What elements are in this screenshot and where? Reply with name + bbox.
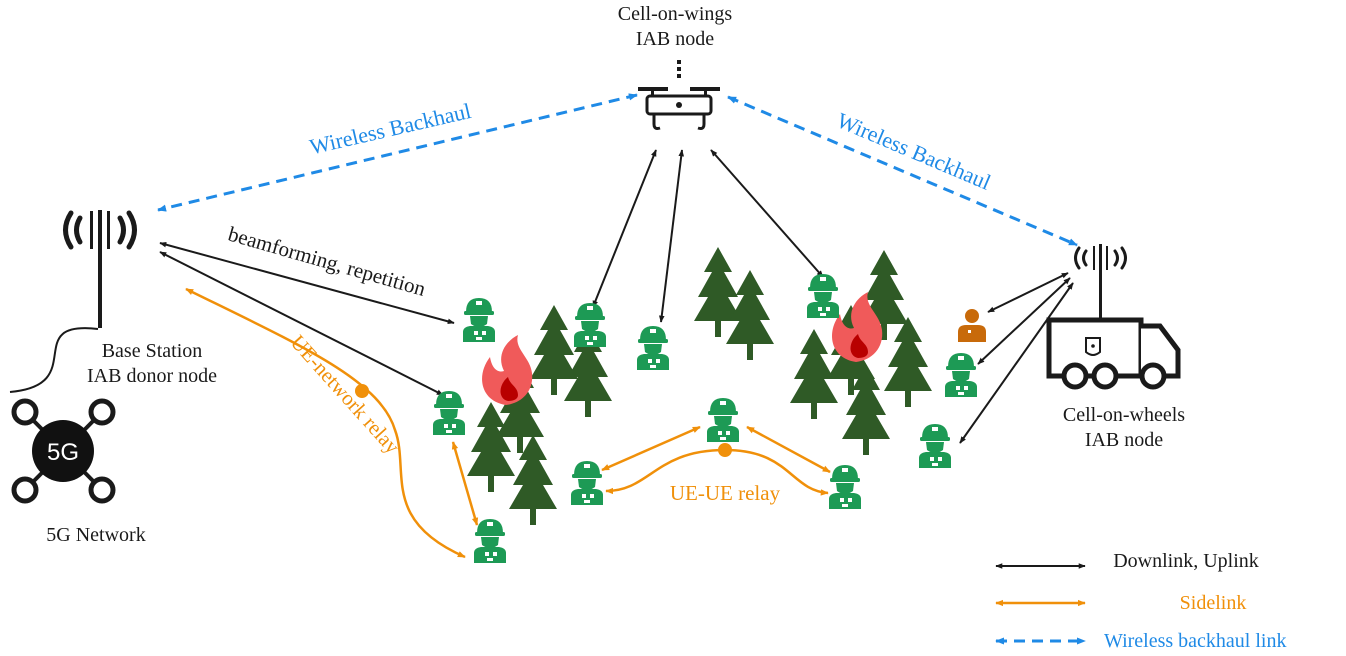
firefighter-icon bbox=[571, 461, 603, 505]
firefighter-icon bbox=[637, 326, 669, 370]
5g-network-icon bbox=[11, 398, 116, 504]
relay-dot-network bbox=[355, 384, 369, 398]
firefighter-icon bbox=[707, 398, 739, 442]
legend-backhaul-label: Wireless backhaul link bbox=[1104, 630, 1286, 652]
legend: Downlink, Uplink Sidelink Wireless backh… bbox=[995, 550, 1286, 652]
firefighter-icon bbox=[433, 391, 465, 435]
civilian-icon bbox=[958, 309, 986, 342]
drone-label: Cell-on-wings bbox=[618, 3, 733, 25]
backhaul-label-left: Wireless Backhaul bbox=[307, 98, 473, 159]
base-station-sublabel: IAB donor node bbox=[87, 365, 217, 387]
5g-network-label: 5G Network bbox=[46, 524, 145, 546]
drone-sublabel: IAB node bbox=[636, 28, 714, 50]
downlink-uplink-links bbox=[159, 149, 1074, 444]
ue-ue-relay-label: UE-UE relay bbox=[670, 481, 781, 505]
truck-sublabel: IAB node bbox=[1085, 429, 1163, 451]
backhaul-link-right bbox=[727, 95, 1078, 247]
firefighter-icon bbox=[919, 424, 951, 468]
legend-downlink-label: Downlink, Uplink bbox=[1113, 550, 1259, 572]
backhaul-link-left bbox=[157, 93, 638, 212]
relay-dot-ue bbox=[718, 443, 732, 457]
backhaul-label-right: Wireless Backhaul bbox=[833, 107, 994, 194]
ue-network-relay-label: UE-network relay bbox=[286, 330, 405, 459]
drone-icon bbox=[638, 60, 720, 130]
truck-label: Cell-on-wheels bbox=[1063, 404, 1185, 426]
fire-icon bbox=[482, 335, 533, 405]
firefighter-icon bbox=[463, 298, 495, 342]
truck-antenna-icon bbox=[1074, 244, 1127, 320]
firefighter-icon bbox=[574, 303, 606, 347]
backhaul-fiber-line bbox=[9, 327, 99, 393]
firefighter-icon bbox=[807, 274, 839, 318]
legend-sidelink-label: Sidelink bbox=[1180, 592, 1247, 614]
truck-icon bbox=[1046, 317, 1181, 390]
firefighter-icon bbox=[945, 353, 977, 397]
5g-badge: 5G bbox=[47, 439, 79, 466]
firefighter-icon bbox=[829, 465, 861, 509]
firefighter-icon bbox=[474, 519, 506, 563]
base-station-label: Base Station bbox=[102, 340, 203, 362]
base-station-antenna-icon bbox=[63, 210, 137, 328]
